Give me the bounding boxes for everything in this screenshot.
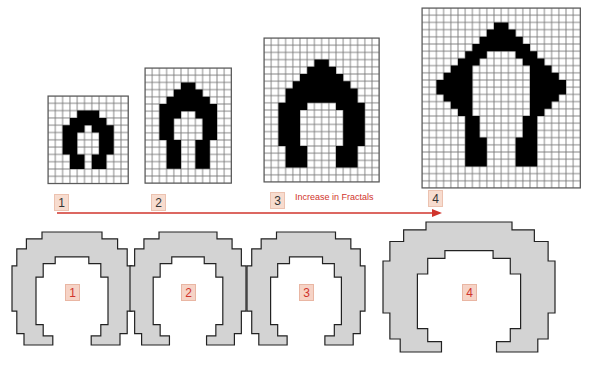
callout-number: 1 xyxy=(58,197,65,209)
number-tag: 4 xyxy=(428,190,443,207)
pixel-grid xyxy=(48,96,128,184)
callout-number: 4 xyxy=(466,287,473,299)
number-tag: 1 xyxy=(65,284,80,301)
number-tag: 1 xyxy=(54,194,69,211)
number-tag: 3 xyxy=(270,192,285,209)
callout-number: 3 xyxy=(303,287,310,299)
number-tag: 2 xyxy=(181,284,196,301)
number-tag: 3 xyxy=(299,284,314,301)
pixel-grid xyxy=(145,68,231,183)
number-tag: 4 xyxy=(462,284,477,301)
pixel-grid xyxy=(264,38,379,182)
callout-number: 2 xyxy=(155,197,162,209)
callout-number: 4 xyxy=(432,193,439,205)
number-tag: 2 xyxy=(151,194,166,211)
pixel-grid xyxy=(422,8,580,188)
callout-number: 2 xyxy=(185,287,192,299)
callout-number: 1 xyxy=(69,287,76,299)
trend-label: Increase in Fractals xyxy=(294,193,375,203)
trend-arrow xyxy=(57,209,442,217)
callout-number: 3 xyxy=(274,195,281,207)
outline-shapes xyxy=(12,222,555,352)
